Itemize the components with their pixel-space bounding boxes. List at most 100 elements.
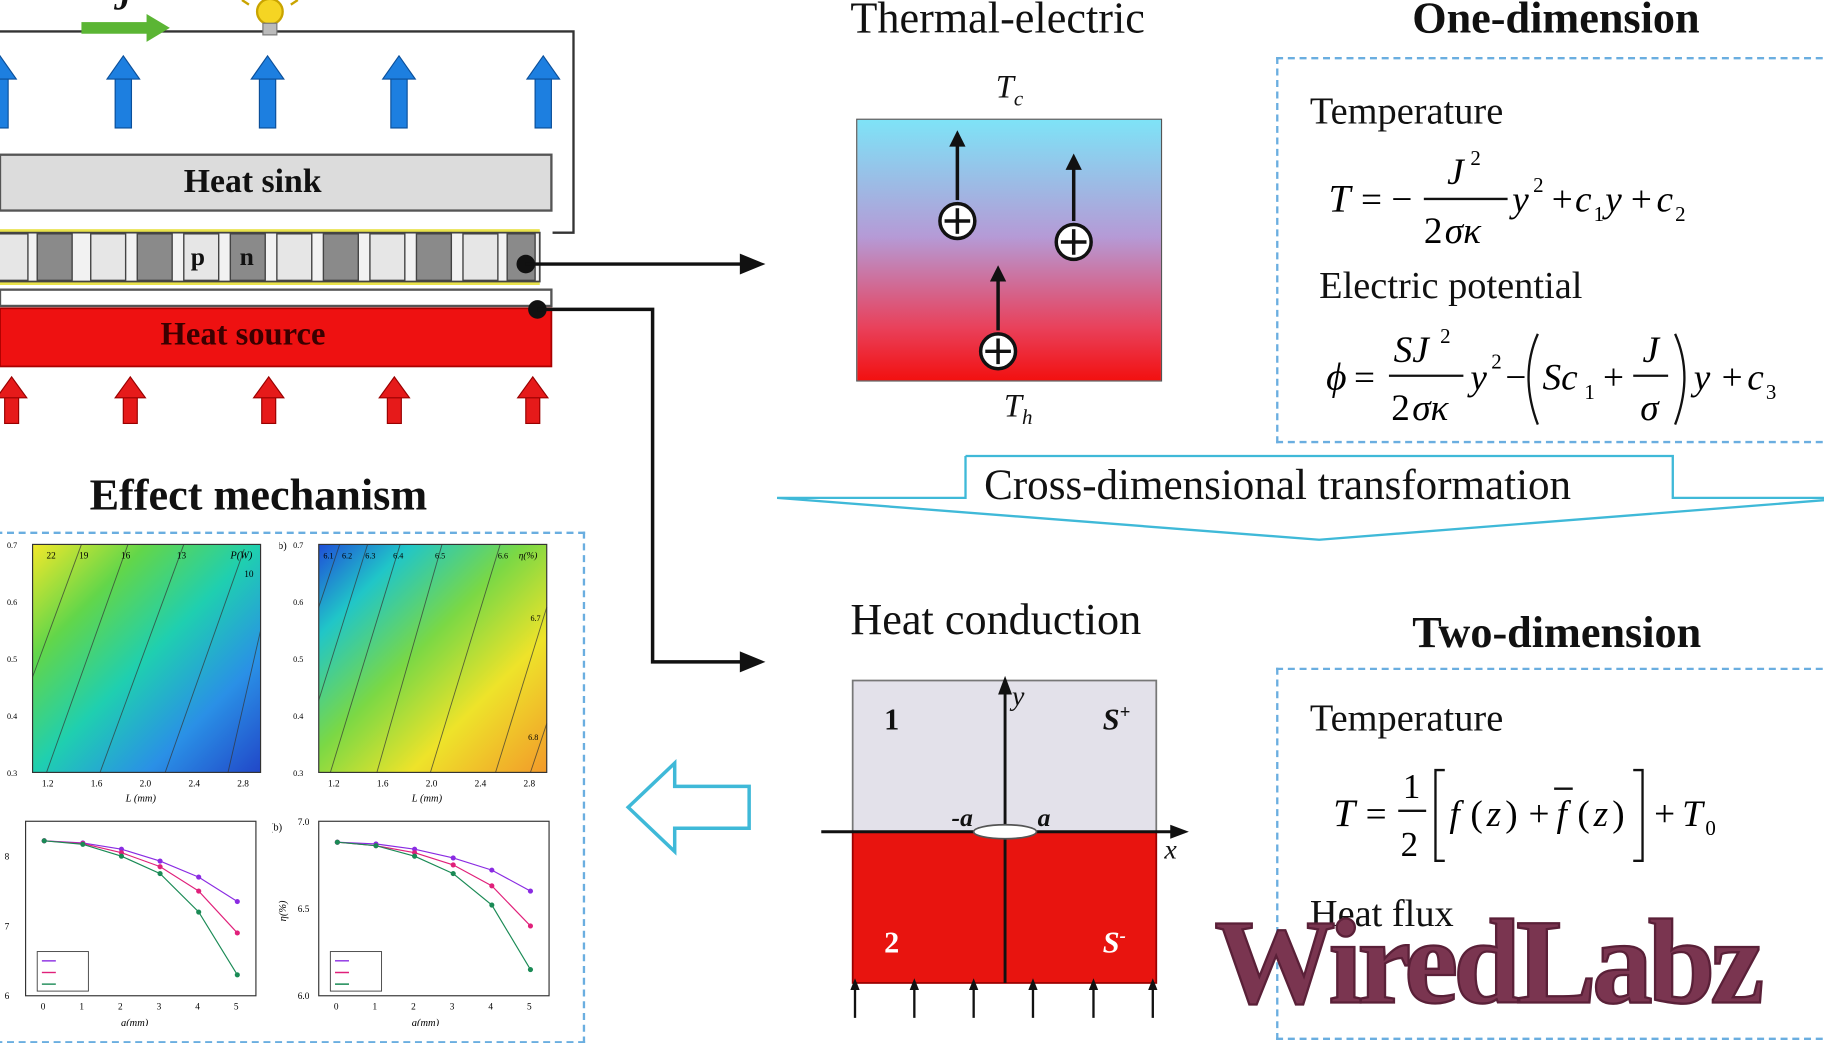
x-tick-label: 2 (411, 1003, 416, 1013)
y-tick-label: 7.0 (298, 818, 310, 828)
data-point (489, 883, 495, 889)
flux-arrow (850, 978, 860, 1018)
contour1-label-1: 22 (47, 551, 57, 561)
heat-flux-label: Heat flux (1309, 893, 1454, 936)
thermoelectric-leg (0, 233, 29, 282)
tc-symbol: T (995, 69, 1014, 106)
thermoelectric-leg (183, 233, 220, 282)
x-tick-label: 2.0 (426, 779, 438, 789)
contour2-label-3: 6.3 (365, 551, 375, 560)
data-point (196, 874, 202, 880)
th-symbol: T (1003, 388, 1023, 425)
s-minus-label: S- (1103, 926, 1126, 961)
region-1-label: 1 (884, 702, 900, 737)
th-label: Th (1004, 389, 1033, 430)
svg-text:=: = (1354, 358, 1375, 399)
x-tick-label: 2.4 (188, 779, 200, 789)
svg-text:z: z (1593, 794, 1608, 835)
y-tick-label: 0.6 (7, 598, 17, 607)
heat-flow-arrow-blue (381, 54, 417, 129)
svg-text:WiredLabz: WiredLabz (1214, 896, 1762, 1026)
one-dimension-title: One-dimension (1412, 0, 1700, 44)
current-label: J (114, 0, 131, 19)
data-point (450, 871, 456, 877)
legend (36, 951, 89, 992)
svg-text:= −: = − (1361, 180, 1412, 221)
contour2-legend: η(%) (519, 550, 538, 561)
flux-arrow (909, 978, 919, 1018)
contour2-panel-label: (b) (279, 541, 287, 552)
svg-text:y: y (1466, 358, 1487, 399)
flux-arrow (1148, 978, 1158, 1018)
heat-flow-arrow-red (378, 375, 411, 425)
data-point (412, 853, 418, 859)
thermoelectric-leg (36, 233, 73, 282)
s-minus-symbol: S (1102, 925, 1120, 960)
svg-text:+: + (1722, 358, 1743, 399)
svg-text:(: ( (1577, 794, 1589, 835)
connector-to-heat-conduction (650, 442, 766, 673)
x-tick-label: 1 (372, 1003, 377, 1013)
series-line (337, 841, 531, 892)
th-subscript: h (1022, 405, 1033, 429)
tc-label: Tc (996, 70, 1023, 111)
svg-text:1: 1 (1594, 202, 1604, 226)
svg-text:2: 2 (1391, 388, 1410, 429)
series-line (337, 841, 531, 970)
y-axis-label: y (1012, 681, 1025, 712)
svg-text:+: + (1529, 794, 1550, 835)
data-point (450, 855, 456, 861)
y-tick-label: 6.5 (298, 905, 310, 915)
flux-arrow (1088, 978, 1099, 1018)
x-tick-label: 1 (79, 1003, 84, 1013)
transformation-label: Cross-dimensional transformation (984, 461, 1572, 510)
svg-text:σκ: σκ (1412, 388, 1449, 429)
svg-text:J: J (1447, 152, 1465, 193)
contour2-labels: 6.1 6.2 6.3 6.4 6.5 6.6 6.7 6.8 (323, 551, 540, 741)
watermark-logo: WiredLabz (1213, 895, 1768, 1026)
two-dim-temperature-label: Temperature (1309, 697, 1504, 740)
svg-text:T: T (1328, 177, 1353, 221)
contour1-legend: P(W) (229, 550, 253, 561)
heat-conduction-diagram (821, 675, 1189, 1018)
svg-text:c: c (1747, 358, 1764, 399)
s-plus-symbol: S (1102, 702, 1120, 737)
svg-text:SJ: SJ (1394, 330, 1431, 371)
x-tick-label: 5 (527, 1003, 532, 1013)
x-tick-label: 4 (488, 1003, 493, 1013)
svg-text:σκ: σκ (1445, 211, 1482, 252)
svg-text:2: 2 (1401, 825, 1418, 864)
tc-subscript: c (1013, 86, 1024, 111)
s-plus-superscript: + (1119, 703, 1131, 723)
contour1-label-2: 19 (79, 551, 89, 561)
x-tick-label: 2.4 (475, 779, 487, 789)
heat-sink-label: Heat sink (183, 162, 322, 201)
svg-text:2: 2 (1440, 324, 1450, 348)
y-tick-label: 0.4 (7, 712, 17, 721)
contour-plot-efficiency: 6.1 6.2 6.3 6.4 6.5 6.6 6.7 6.8 η(%) (b)… (279, 541, 548, 804)
y-tick-label: 6.0 (298, 992, 310, 1002)
one-dimension-box (1276, 57, 1824, 444)
pos-a-label: a (1037, 802, 1051, 832)
thermoelectric-leg (462, 233, 499, 282)
thermal-electric-title: Thermal-electric (850, 0, 1145, 44)
y-tick-label: 0.5 (7, 655, 17, 664)
legend (329, 951, 383, 992)
data-point (157, 858, 163, 864)
x-axis-label: x (1164, 835, 1177, 866)
thermoelectric-leg (229, 233, 266, 282)
svg-text:σ: σ (1640, 388, 1660, 429)
y-tick-label: 0.3 (7, 769, 17, 778)
data-point (234, 930, 240, 936)
contour1-label-3: 16 (121, 551, 131, 561)
svg-text:c: c (1656, 180, 1673, 221)
x-tick-label: 2 (118, 1003, 123, 1013)
svg-text:0: 0 (1705, 816, 1715, 840)
svg-text:J: J (1643, 330, 1661, 371)
thermoelectric-leg (415, 233, 453, 282)
